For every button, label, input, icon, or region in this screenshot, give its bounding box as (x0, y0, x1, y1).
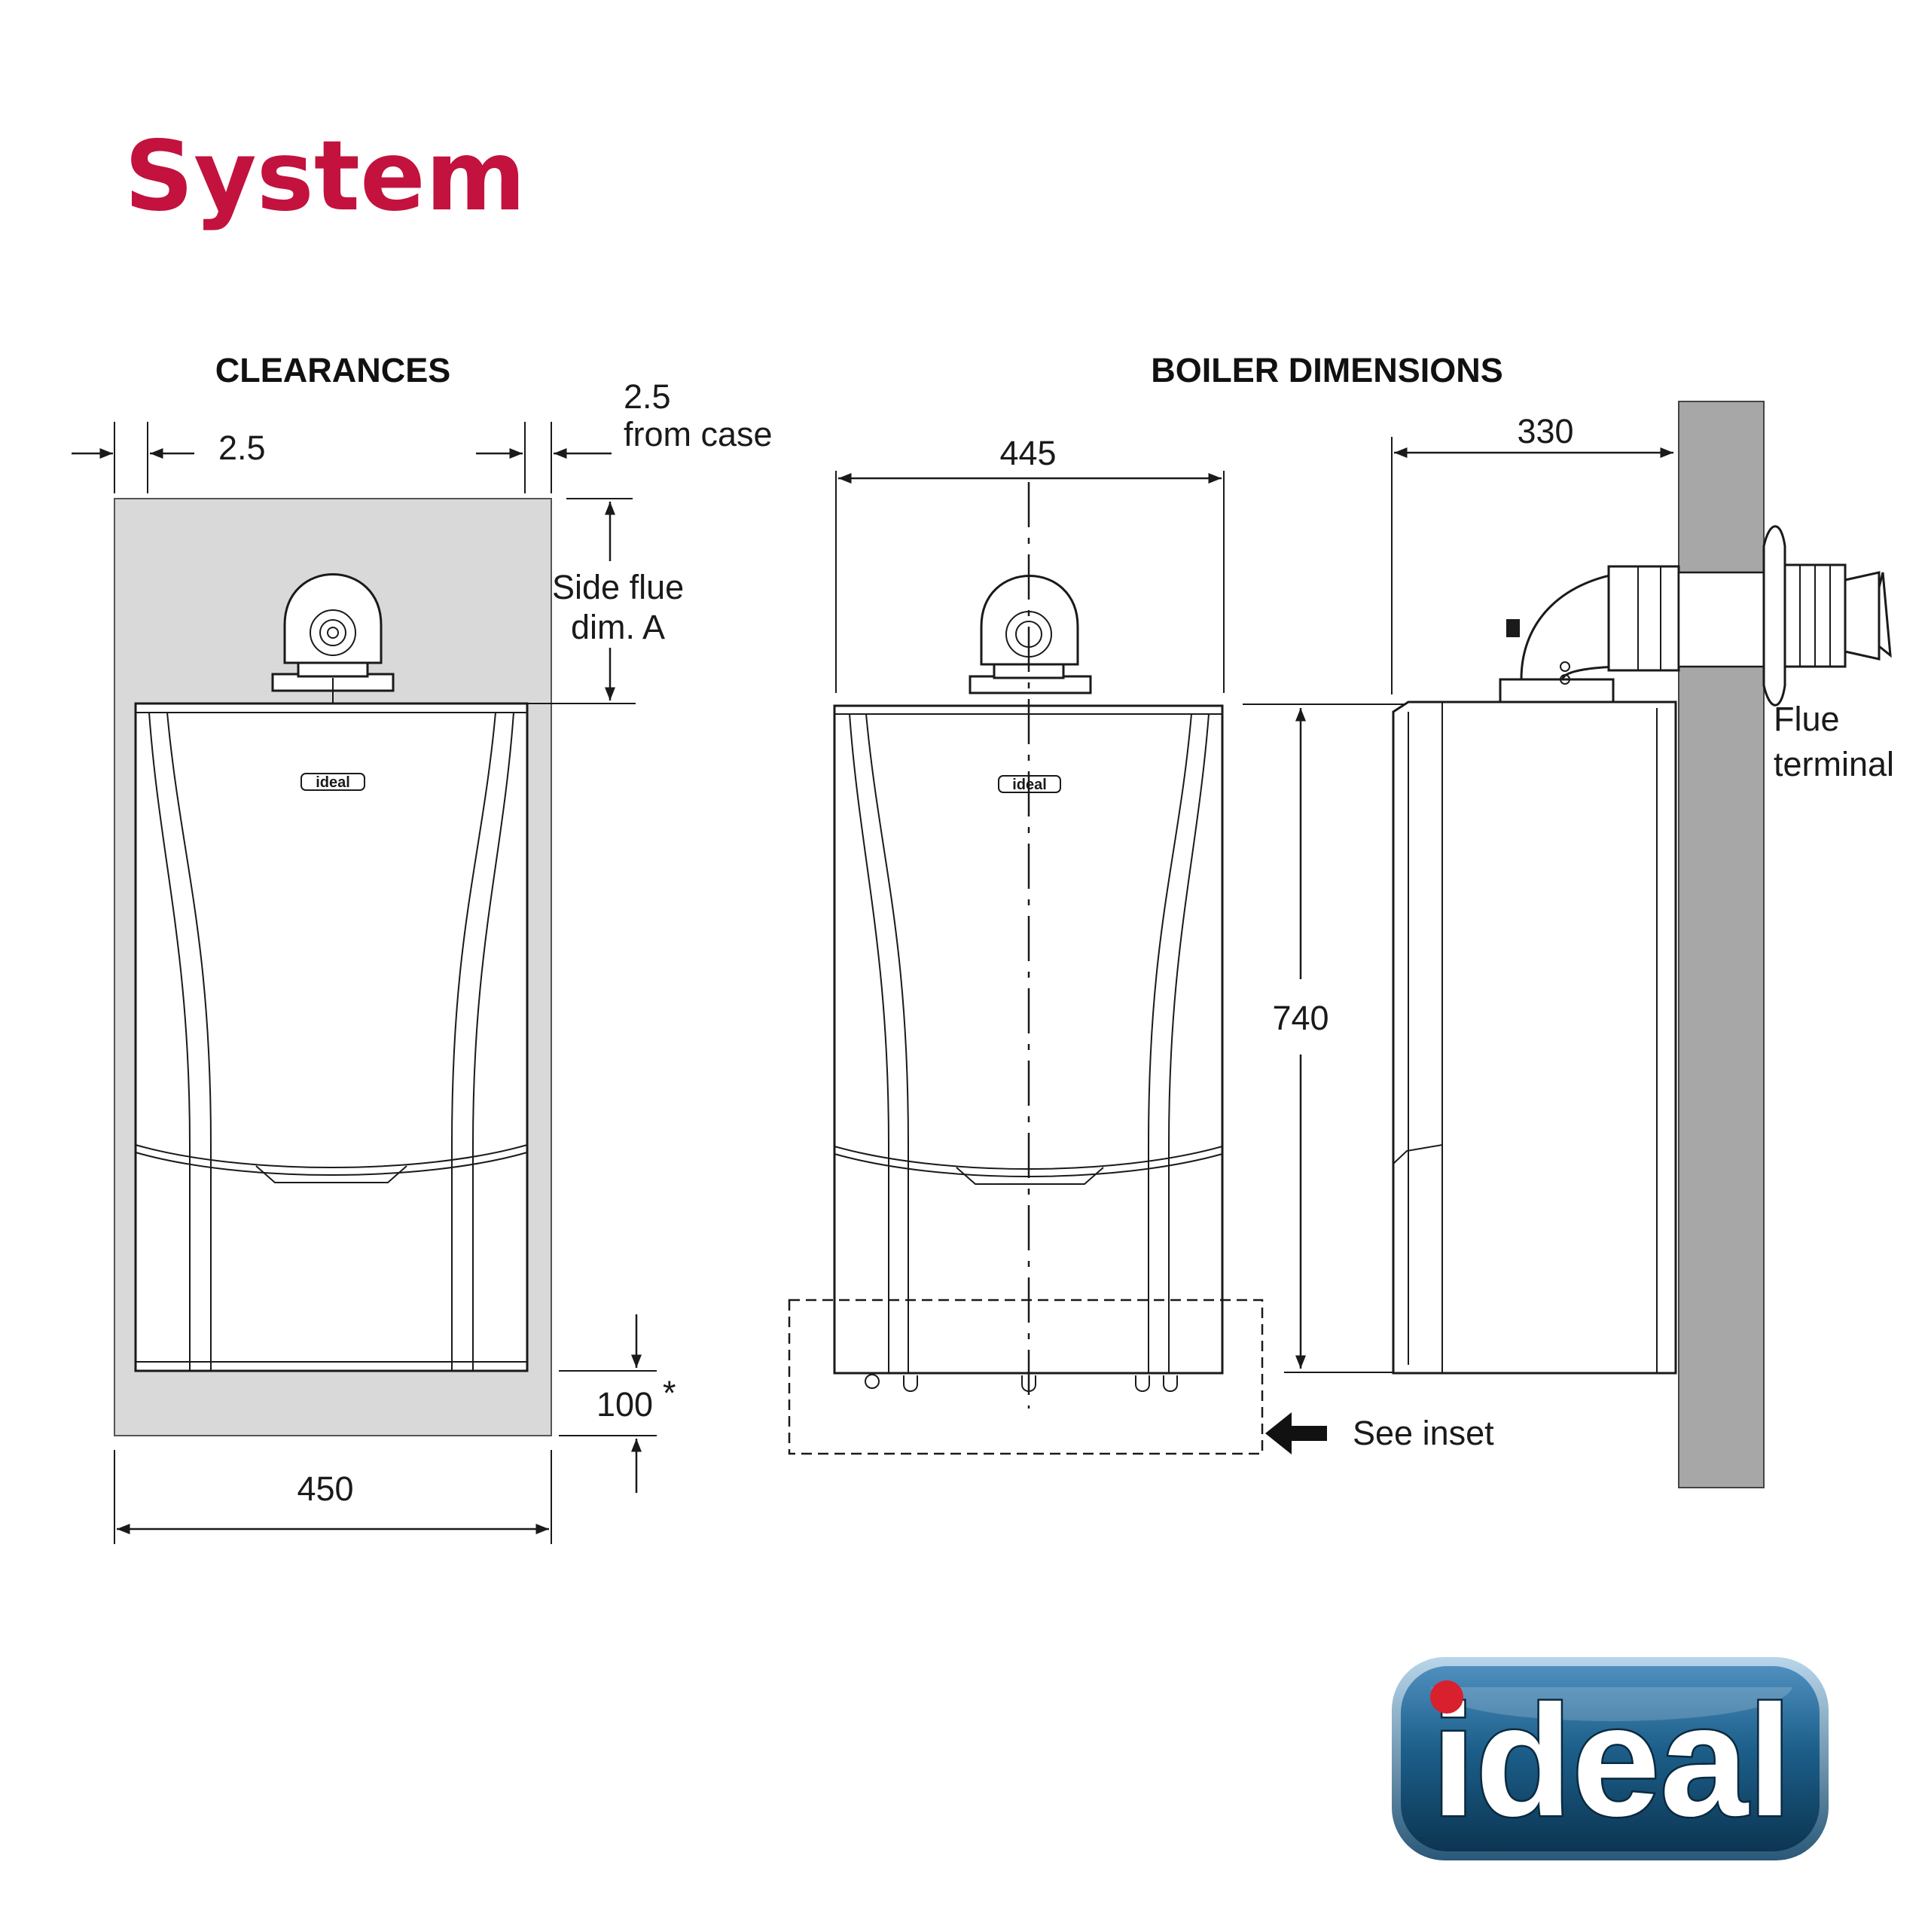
height-dimension (1243, 704, 1408, 1373)
boiler-front-clearances: ideal (134, 573, 529, 1372)
see-inset-label: See inset (1353, 1414, 1494, 1452)
clearances-diagram: CLEARANCES 2.5 2.5 from case Side flue d… (72, 351, 773, 1544)
depth-label: 330 (1517, 412, 1573, 450)
total-width-dimension (114, 1450, 552, 1544)
side-clearance-dimension (72, 422, 612, 493)
boiler-side-view (1392, 525, 1892, 1375)
inset-box (788, 1299, 1264, 1455)
see-inset-arrow-icon (1265, 1412, 1327, 1454)
right-clearance-value: 2.5 (624, 377, 671, 416)
bottom-clearance-dimension (559, 1314, 657, 1493)
wall (1678, 401, 1765, 1488)
flue-terminal-label-line2: terminal (1774, 745, 1894, 783)
total-width-label: 450 (297, 1470, 353, 1508)
bottom-clearance-label: 100 (596, 1385, 653, 1424)
boiler-front-dimensions: ideal (833, 482, 1224, 1409)
width-dimension (835, 471, 1225, 693)
depth-dimension (1391, 437, 1673, 694)
side-flue-label-line1: Side flue (552, 568, 684, 606)
clearances-heading: CLEARANCES (215, 351, 451, 389)
logo-text: ideal (1432, 1672, 1792, 1849)
page-title: System (124, 121, 526, 233)
width-label: 445 (999, 434, 1056, 472)
logo-dot (1430, 1680, 1463, 1714)
right-clearance-note: from case (624, 415, 773, 453)
flue-terminal-label-line1: Flue (1774, 700, 1840, 738)
ideal-logo: ideal (1392, 1657, 1829, 1860)
height-label: 740 (1272, 999, 1329, 1037)
bottom-clearance-asterisk: * (663, 1374, 676, 1412)
left-clearance-label: 2.5 (218, 429, 266, 467)
side-flue-label-line2: dim. A (571, 608, 665, 646)
boiler-dimensions-diagram: BOILER DIMENSIONS 445 ideal (788, 351, 1894, 1488)
boiler-dimensions-heading: BOILER DIMENSIONS (1151, 351, 1503, 389)
boiler-badge-clearances: ideal (316, 774, 350, 791)
